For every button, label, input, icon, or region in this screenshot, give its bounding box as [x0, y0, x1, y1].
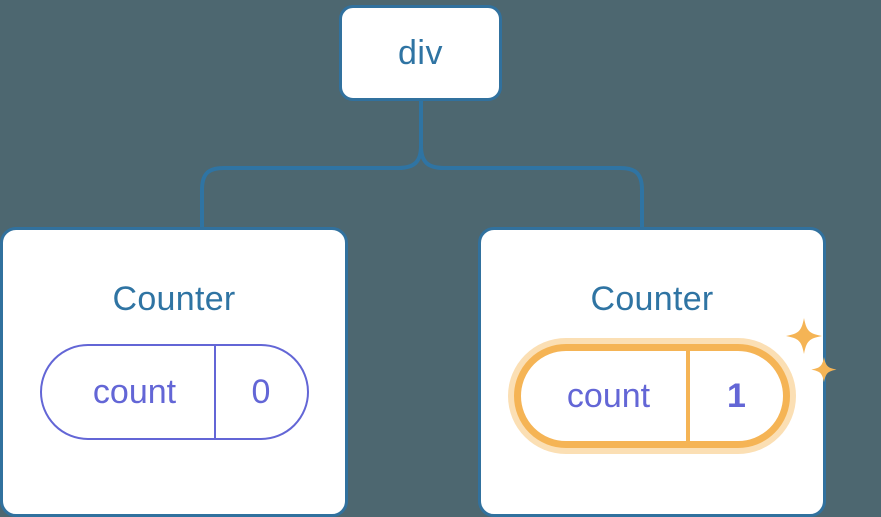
sparkles-icon	[786, 318, 837, 383]
node-counter-right-label: Counter	[590, 280, 714, 318]
state-value-left: 0	[213, 346, 307, 438]
node-counter-right[interactable]: Counter count 1	[478, 227, 837, 517]
node-counter-left-label: Counter	[112, 280, 236, 318]
node-counter-left[interactable]: Counter count 0	[0, 227, 348, 517]
state-pill-wrapper-left: count 0	[39, 344, 309, 440]
diagram-canvas: div Counter count 0 Counter count 1	[0, 5, 837, 517]
state-key-right: count	[566, 377, 651, 415]
state-pill-right[interactable]: count 1	[514, 344, 790, 448]
state-key-left: count	[92, 373, 177, 411]
state-pill-wrapper-right: count 1	[514, 318, 837, 448]
node-div[interactable]: div	[339, 5, 502, 101]
state-value-right: 1	[686, 351, 783, 441]
node-div-label: div	[398, 34, 443, 72]
state-pill-left[interactable]: count 0	[39, 344, 309, 440]
